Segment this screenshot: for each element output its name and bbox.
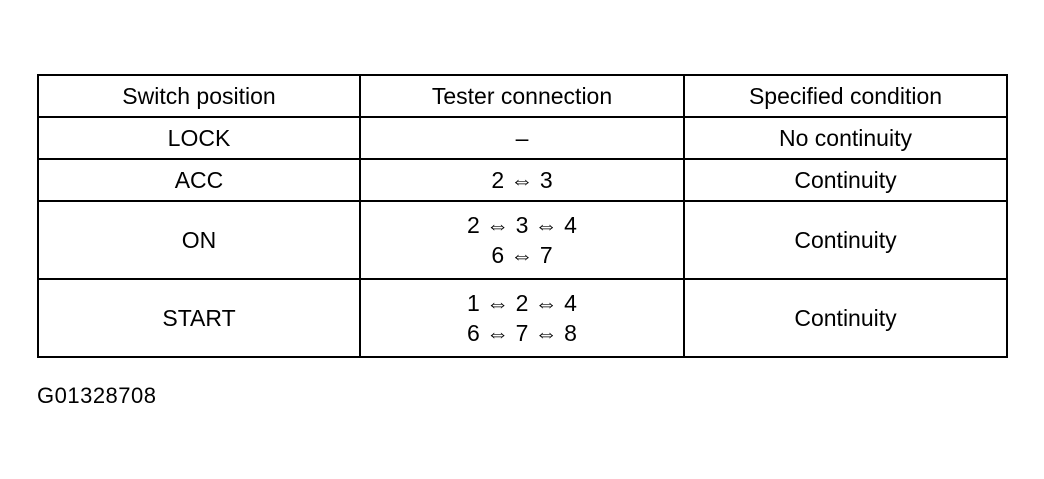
connection-line: 2 ⇔ 3 xyxy=(491,167,553,193)
table-row-start: START 1 ⇔ 2 ⇔ 4 6 ⇔ 7 ⇔ 8 Continuity xyxy=(37,278,1008,358)
cell-specified-condition: Continuity xyxy=(683,278,1008,358)
connection-line: 1 ⇔ 2 ⇔ 4 xyxy=(467,290,577,316)
cell-switch-position: ON xyxy=(37,200,361,280)
cell-tester-connection: – xyxy=(359,116,685,160)
connection-line: 6 ⇔ 7 ⇔ 8 xyxy=(467,320,577,346)
cell-switch-position: LOCK xyxy=(37,116,361,160)
table-row-lock: LOCK – No continuity xyxy=(37,116,1008,160)
table-row-acc: ACC 2 ⇔ 3 Continuity xyxy=(37,158,1008,202)
cell-switch-position: ACC xyxy=(37,158,361,202)
table-row-on: ON 2 ⇔ 3 ⇔ 4 6 ⇔ 7 Continuity xyxy=(37,200,1008,280)
cell-tester-connection: 2 ⇔ 3 ⇔ 4 6 ⇔ 7 xyxy=(359,200,685,280)
cell-specified-condition: Continuity xyxy=(683,158,1008,202)
switch-continuity-table: Switch position Tester connection Specif… xyxy=(37,74,1008,358)
header-tester-connection: Tester connection xyxy=(359,74,685,118)
figure-code: G01328708 xyxy=(37,383,157,408)
cell-tester-connection: 1 ⇔ 2 ⇔ 4 6 ⇔ 7 ⇔ 8 xyxy=(359,278,685,358)
connection-line: 6 ⇔ 7 xyxy=(491,242,553,268)
cell-specified-condition: Continuity xyxy=(683,200,1008,280)
connection-line: 2 ⇔ 3 ⇔ 4 xyxy=(467,212,577,238)
connection-line: – xyxy=(515,125,529,151)
header-switch-position: Switch position xyxy=(37,74,361,118)
table-header-row: Switch position Tester connection Specif… xyxy=(37,74,1008,118)
header-specified-condition: Specified condition xyxy=(683,74,1008,118)
cell-tester-connection: 2 ⇔ 3 xyxy=(359,158,685,202)
cell-switch-position: START xyxy=(37,278,361,358)
cell-specified-condition: No continuity xyxy=(683,116,1008,160)
